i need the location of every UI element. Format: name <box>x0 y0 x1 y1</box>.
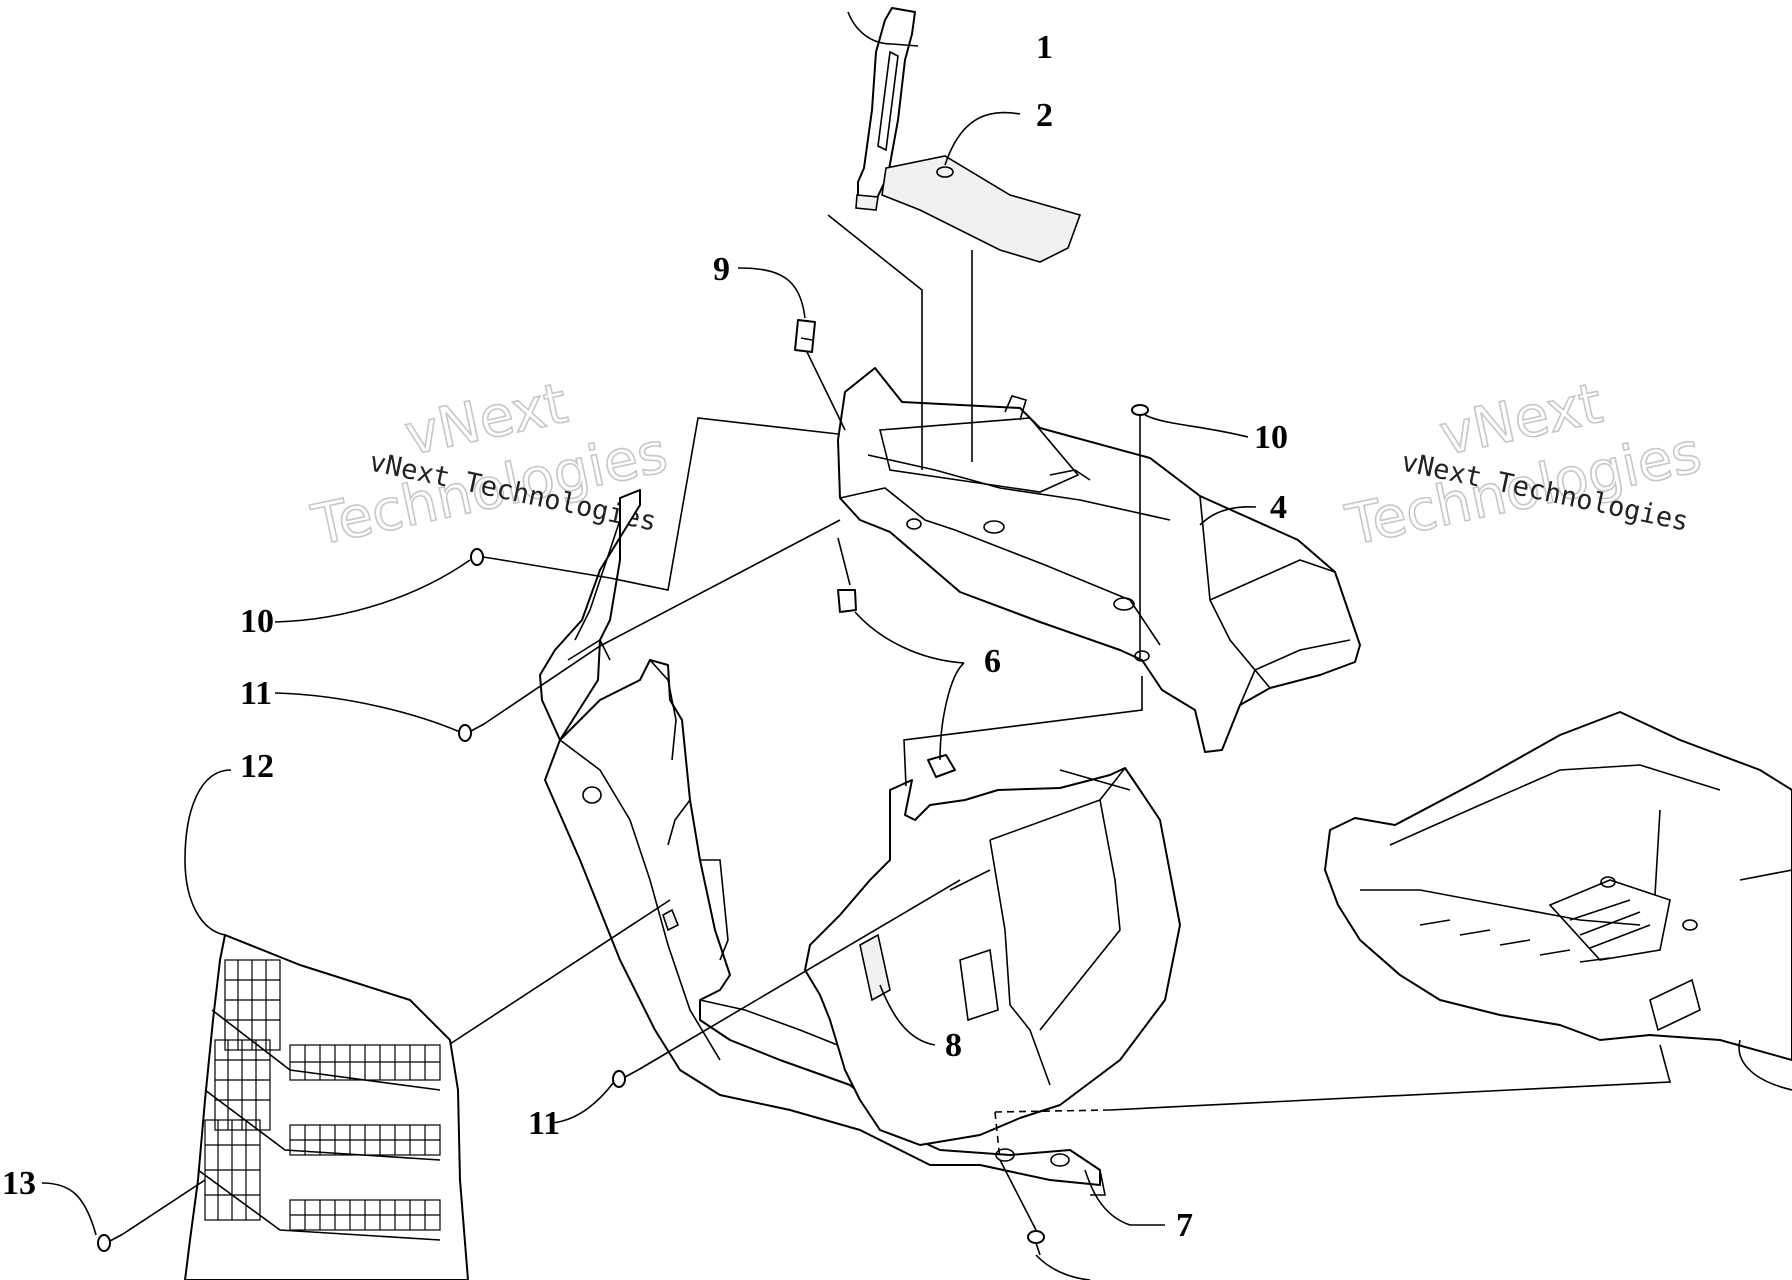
part-10-screw-left <box>470 548 497 566</box>
part-1-strap <box>855 7 916 211</box>
part-6-clip-upper <box>837 589 857 613</box>
part-2-pad <box>881 155 1082 263</box>
callout-11-lower: 11 <box>528 1105 560 1142</box>
callout-9: 9 <box>713 251 730 288</box>
bottom-screw <box>1027 1230 1045 1256</box>
callout-10-top: 10 <box>1254 419 1288 456</box>
part-10-screw-top <box>1131 404 1149 426</box>
part-9-clip <box>794 319 816 353</box>
callout-13: 13 <box>2 1165 36 1202</box>
watermark-left: vNext Technologies vNext Technologies <box>306 370 674 559</box>
callout-4: 4 <box>1270 489 1287 526</box>
part-13-screw <box>97 1233 124 1252</box>
part-7-side-fairing <box>804 767 1181 1196</box>
part-4-bracket <box>837 367 1361 753</box>
callout-1: 1 <box>1036 29 1053 66</box>
callout-12: 12 <box>240 748 274 785</box>
part-11-screw-lower <box>612 1069 639 1088</box>
callout-2: 2 <box>1036 97 1053 134</box>
part-11-screw-upper <box>458 723 485 742</box>
callout-6: 6 <box>984 643 1001 680</box>
grille-mesh <box>204 959 441 1231</box>
callout-8: 8 <box>945 1027 962 1064</box>
assembly-lines <box>122 214 1672 1235</box>
belly-pan-assembly <box>1324 711 1792 1061</box>
part-6-clip-lower <box>927 754 956 778</box>
callout-11-upper: 11 <box>240 675 272 712</box>
callout-labels: 1 2 9 10 4 6 10 11 12 8 11 7 13 <box>2 29 1288 1244</box>
part-12-grille <box>184 934 469 1280</box>
callout-leaders <box>41 11 1792 1280</box>
callout-10-left: 10 <box>240 603 274 640</box>
watermark-right: vNext Technologies vNext Technologies <box>1340 370 1708 559</box>
callout-7: 7 <box>1176 1207 1193 1244</box>
left-side-panel <box>539 489 641 741</box>
